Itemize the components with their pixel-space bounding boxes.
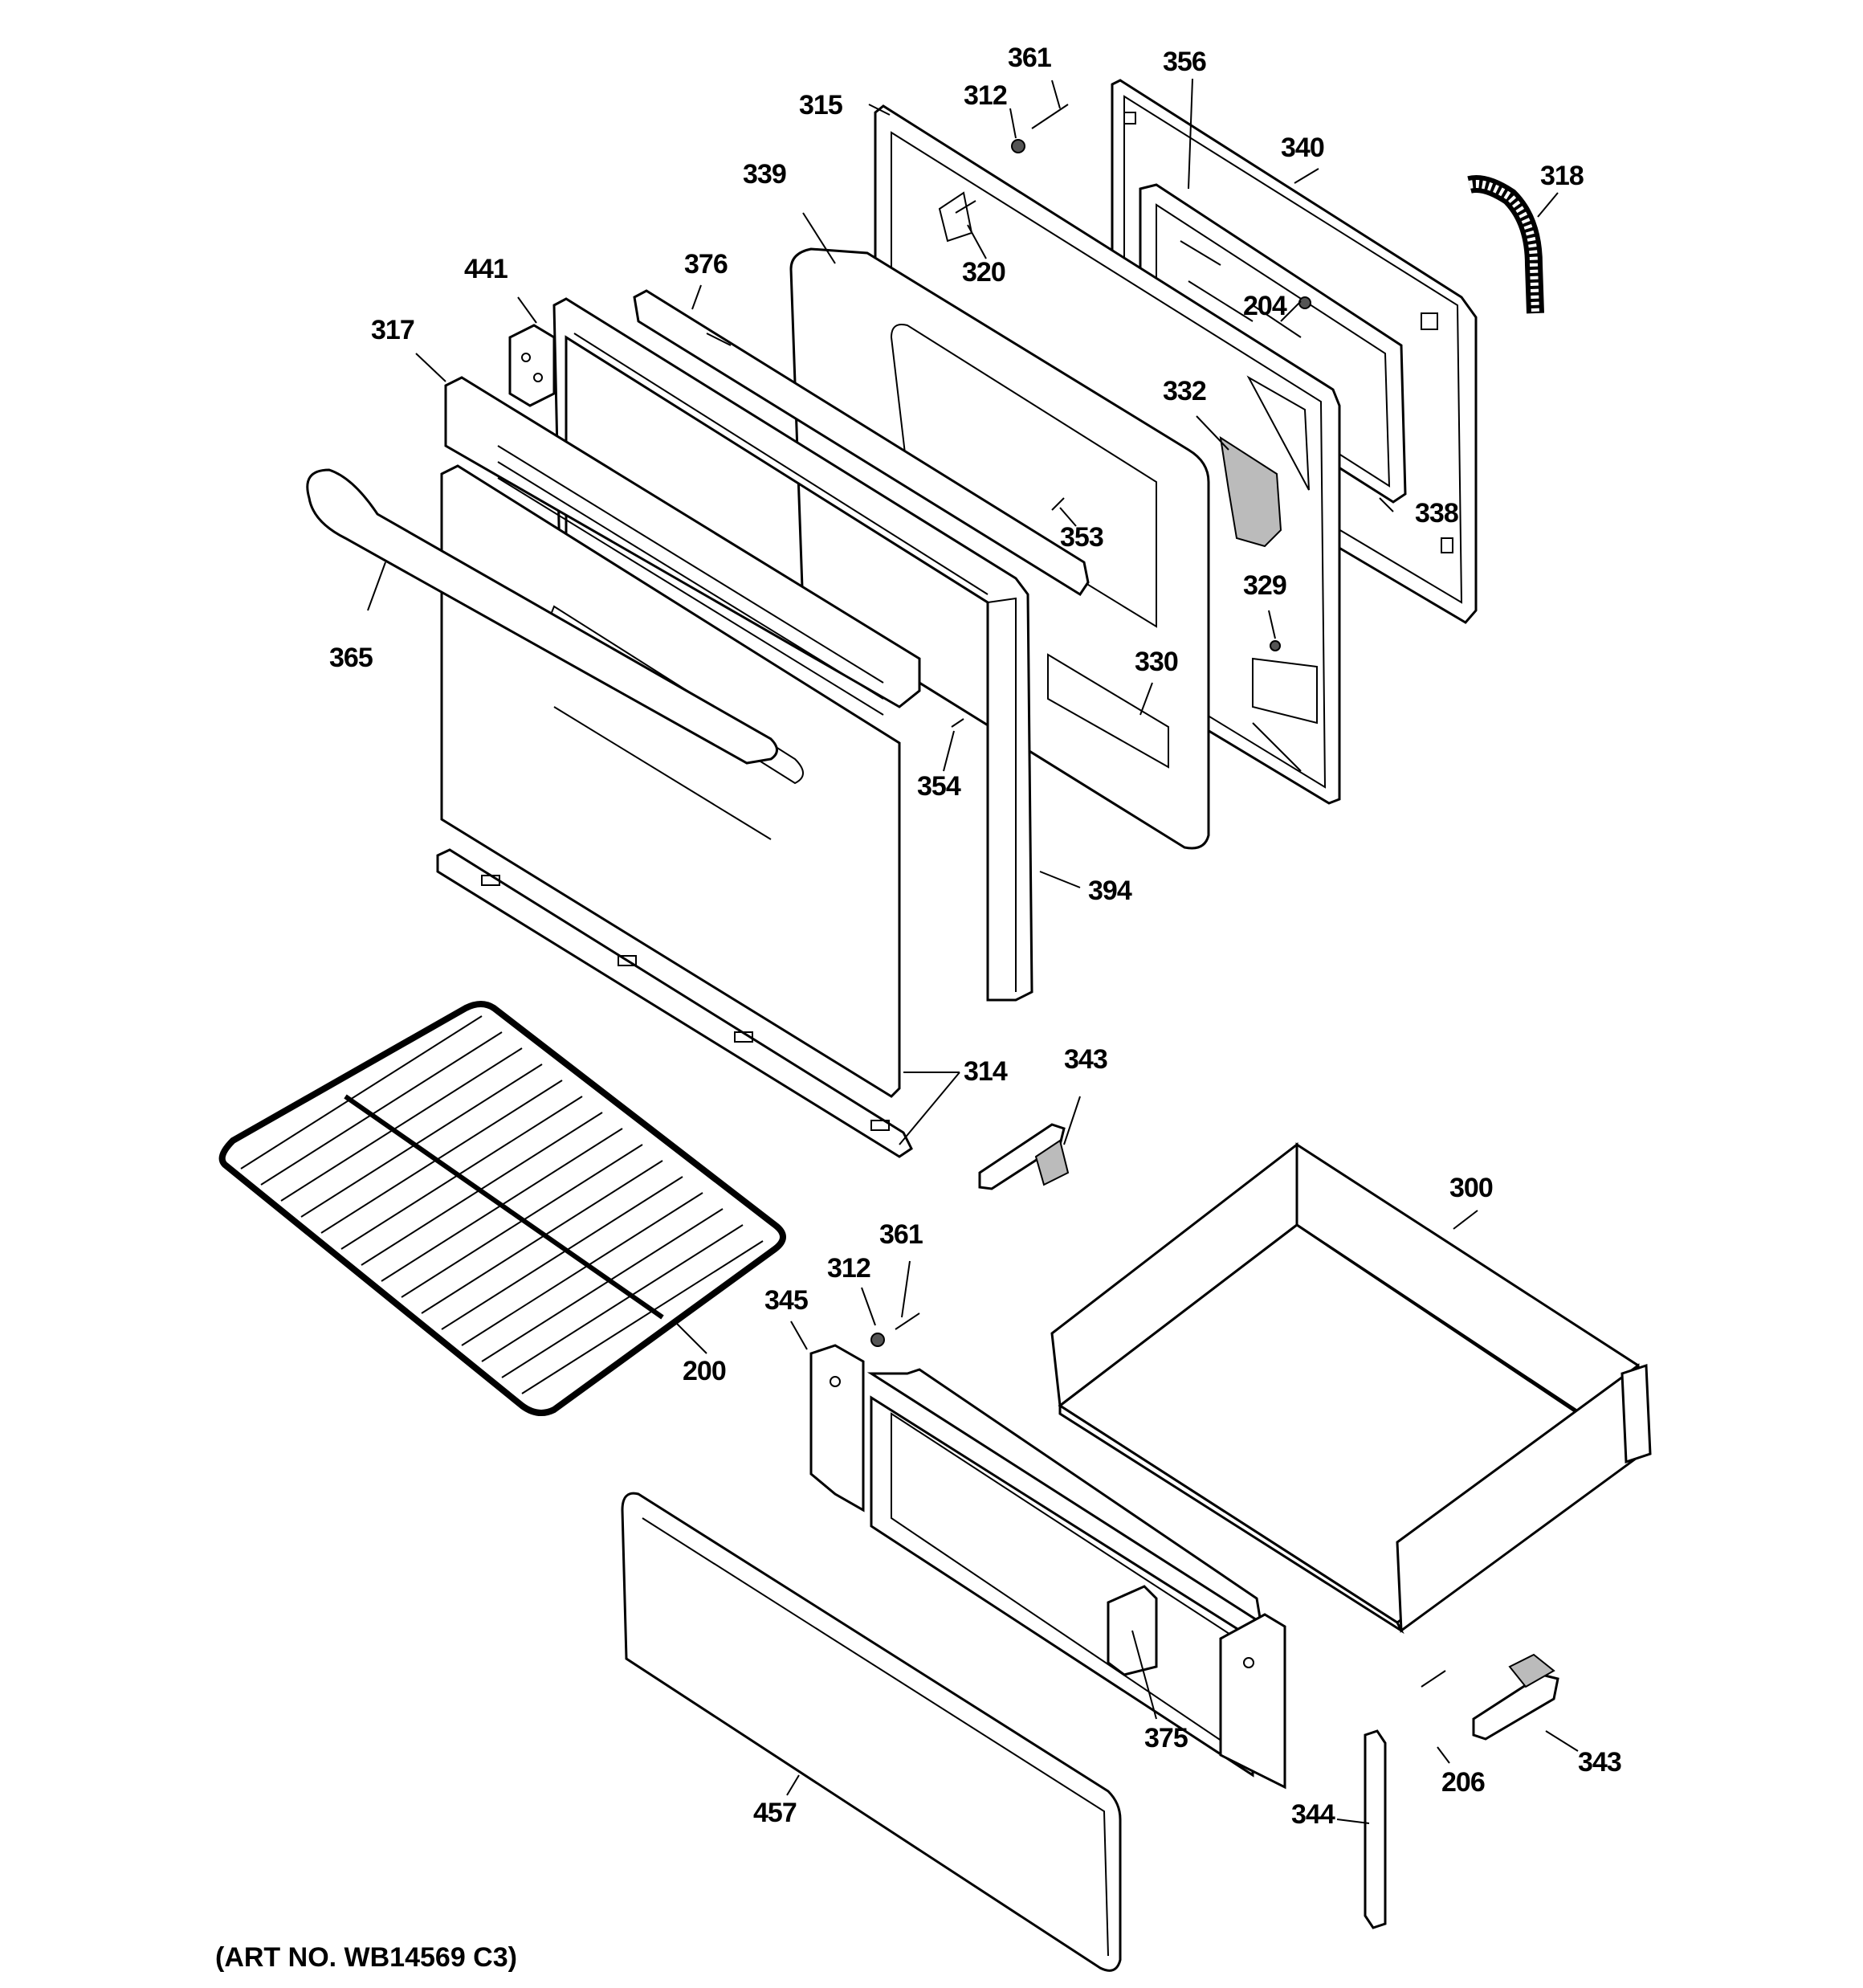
fasteners bbox=[870, 104, 1446, 1688]
part-label-300: 300 bbox=[1449, 1173, 1493, 1203]
insulation-bracket bbox=[1219, 435, 1282, 548]
part-label-343: 343 bbox=[1578, 1747, 1621, 1778]
part-label-356: 356 bbox=[1163, 47, 1206, 77]
art-number: (ART NO. WB14569 C3) bbox=[215, 1942, 517, 1973]
part-label-320: 320 bbox=[962, 257, 1005, 288]
oven-rack bbox=[218, 1001, 786, 1416]
drawer-front-panel bbox=[621, 1492, 1122, 1972]
part-label-353: 353 bbox=[1060, 522, 1103, 553]
part-label-312: 312 bbox=[964, 80, 1007, 111]
drawer-slide-lower bbox=[1472, 1653, 1559, 1741]
part-label-345: 345 bbox=[764, 1285, 808, 1316]
part-label-332: 332 bbox=[1163, 376, 1206, 406]
part-label-375: 375 bbox=[1144, 1723, 1188, 1753]
drawer-slide-upper bbox=[978, 1123, 1070, 1190]
part-label-340: 340 bbox=[1281, 133, 1324, 163]
part-label-314: 314 bbox=[964, 1056, 1008, 1087]
part-label-200: 200 bbox=[683, 1356, 726, 1386]
part-label-441: 441 bbox=[464, 254, 508, 284]
inner-door-panel bbox=[789, 247, 1210, 850]
part-label-317: 317 bbox=[371, 315, 414, 345]
part-label-365: 365 bbox=[329, 643, 373, 673]
part-label-457: 457 bbox=[753, 1798, 797, 1828]
part-label-338: 338 bbox=[1415, 498, 1458, 529]
part-label-315: 315 bbox=[799, 90, 842, 120]
part-label-343: 343 bbox=[1064, 1044, 1107, 1075]
part-label-361: 361 bbox=[879, 1219, 923, 1250]
leader-lines bbox=[367, 78, 1579, 1824]
door-bottom-trim bbox=[436, 848, 913, 1158]
door-frame bbox=[633, 289, 1090, 597]
part-label-206: 206 bbox=[1441, 1767, 1485, 1798]
part-label-344: 344 bbox=[1291, 1799, 1335, 1830]
door-handle bbox=[306, 468, 778, 765]
part-label-312: 312 bbox=[827, 1253, 870, 1284]
part-label-318: 318 bbox=[1540, 161, 1584, 191]
hinge-bracket bbox=[508, 324, 556, 407]
door-gasket bbox=[1467, 175, 1544, 314]
part-label-376: 376 bbox=[684, 249, 728, 280]
part-label-330: 330 bbox=[1135, 647, 1178, 677]
drawer-rail-left bbox=[1364, 1729, 1387, 1929]
part-labels: 361 312 315 356 340 318 339 320 441 376 … bbox=[329, 43, 1622, 1830]
part-label-354: 354 bbox=[917, 771, 961, 802]
part-label-329: 329 bbox=[1243, 570, 1286, 601]
part-label-361: 361 bbox=[1008, 43, 1051, 73]
part-label-394: 394 bbox=[1088, 876, 1132, 906]
warming-drawer-body bbox=[1050, 1141, 1652, 1635]
part-label-204: 204 bbox=[1243, 291, 1287, 321]
part-label-339: 339 bbox=[743, 159, 786, 190]
